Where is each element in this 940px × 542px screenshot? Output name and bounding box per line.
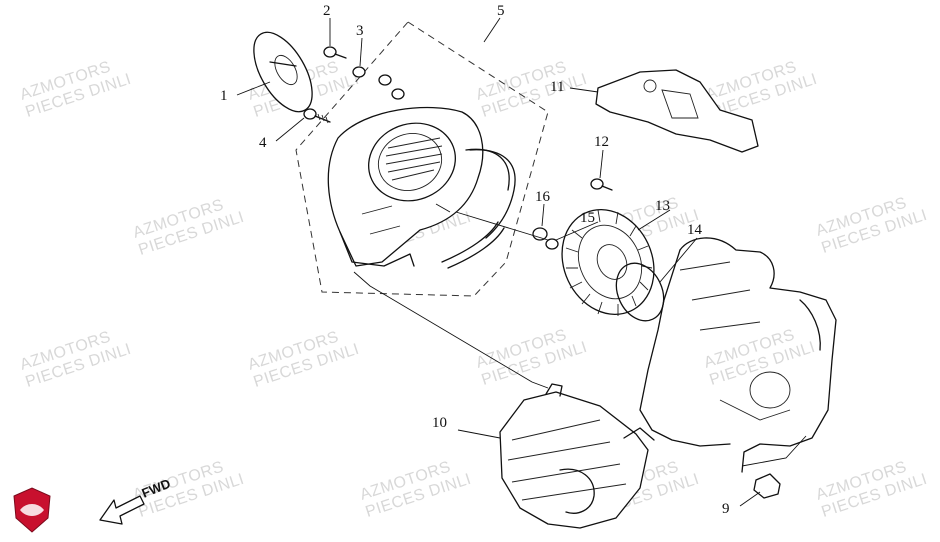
- engine-crankcase: [639, 237, 837, 473]
- callout-1: 1: [220, 88, 228, 104]
- forward-arrow-icon: [99, 495, 145, 525]
- bushings: [378, 74, 405, 100]
- part-2-screw: [323, 46, 347, 59]
- callout-leaders: [236, 17, 761, 507]
- part-1-plate: [253, 31, 313, 113]
- part-9-rubber-bush: [753, 473, 781, 499]
- callout-11: 11: [550, 79, 564, 95]
- callout-numbers: 1 2 3 4 5 9 10 11 12 13 14 15 16: [220, 3, 730, 517]
- part-3-washer: [352, 66, 366, 78]
- callout-15: 15: [580, 210, 595, 226]
- azmotors-logo: [13, 487, 51, 533]
- callout-3: 3: [356, 23, 364, 39]
- part-16-nut: [532, 227, 548, 241]
- callout-16: 16: [535, 189, 551, 205]
- part-12-screw: [590, 178, 613, 191]
- part-13-fan-wheel: [561, 208, 655, 316]
- callout-10: 10: [432, 415, 447, 431]
- part-11-cutout: [661, 89, 699, 119]
- part-4-bolt: [303, 108, 331, 124]
- callout-14: 14: [687, 222, 703, 238]
- callout-9: 9: [722, 501, 730, 517]
- callout-5: 5: [497, 3, 505, 19]
- callout-12: 12: [594, 134, 609, 150]
- assembly-outline: [295, 21, 549, 297]
- fan-shroud: [327, 106, 516, 269]
- part-11-gasket: [595, 69, 759, 153]
- callout-4: 4: [259, 135, 267, 151]
- part-15-washer: [545, 238, 559, 250]
- callout-2: 2: [323, 3, 331, 19]
- part-10-air-duct: [499, 383, 655, 529]
- callout-13: 13: [655, 198, 670, 214]
- assembly-lines: [353, 203, 807, 467]
- part-14-o-ring: [615, 262, 665, 322]
